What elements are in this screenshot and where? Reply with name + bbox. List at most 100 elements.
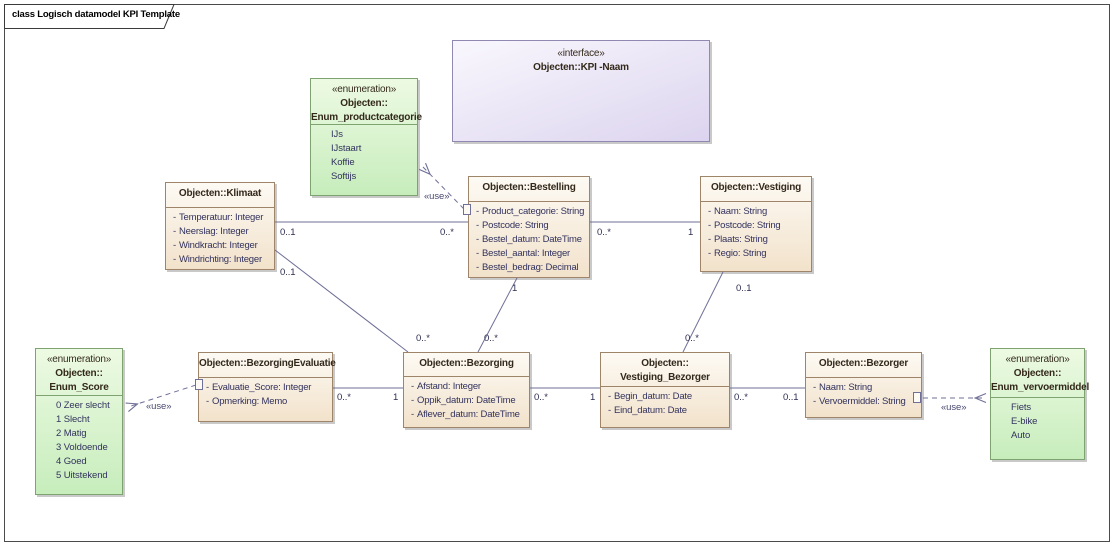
- visibility-marker: -: [173, 226, 177, 237]
- association-klimaat-bezorging[interactable]: [274, 249, 409, 353]
- enum-literal: 1 Slecht: [56, 414, 90, 425]
- enum-name-line: Objecten::: [55, 368, 103, 379]
- use-stereotype-label: «use»: [424, 191, 450, 202]
- attribute-list: - Naam: String - Vervoermiddel: String: [806, 378, 921, 409]
- attribute-row: - Naam: String: [806, 381, 921, 395]
- visibility-marker: -: [411, 381, 415, 392]
- enum-name-line: Objecten::: [340, 98, 388, 109]
- visibility-marker: -: [411, 409, 415, 420]
- class-header: Objecten::Vestiging_Bezorger: [601, 353, 729, 387]
- multiplicity-label: 1: [512, 283, 518, 294]
- attribute: Windrichting: Integer: [179, 254, 262, 265]
- visibility-marker: -: [173, 240, 177, 251]
- stereotype-label: «enumeration»: [1005, 354, 1070, 365]
- multiplicity-label: 0..*: [440, 227, 454, 238]
- class-name: Objecten::Vestiging_Bezorger: [601, 357, 729, 385]
- attribute-row: - Begin_datum: Date: [601, 390, 729, 404]
- enum-header: «enumeration» Objecten::Enum_vervoermidd…: [991, 349, 1089, 398]
- class-bezorging[interactable]: Objecten::Bezorging - Afstand: Integer -…: [403, 352, 530, 428]
- class-header: Objecten::Klimaat: [166, 183, 274, 208]
- attribute: Eind_datum: Date: [614, 405, 687, 416]
- attribute-list: - Afstand: Integer - Oppik_datum: DateTi…: [404, 377, 529, 422]
- class-bestelling[interactable]: Objecten::Bestelling - Product_categorie…: [468, 176, 590, 278]
- enum-literal: 4 Goed: [56, 456, 87, 467]
- attribute-list: - Naam: String - Postcode: String - Plaa…: [701, 202, 811, 261]
- attribute-row: - Plaats: String: [701, 233, 811, 247]
- visibility-marker: -: [708, 248, 712, 259]
- visibility-marker: -: [173, 254, 177, 265]
- attribute-row: - Evaluatie_Score: Integer: [199, 381, 332, 395]
- multiplicity-label: 0..*: [597, 227, 611, 238]
- class-name: Objecten::Klimaat: [178, 188, 262, 199]
- multiplicity-label: 0..*: [685, 333, 699, 344]
- stereotype-label: «enumeration»: [46, 354, 112, 365]
- class-header: Objecten::Bezorging: [404, 353, 529, 377]
- class-name: Objecten::Bezorger: [818, 358, 909, 369]
- dependency-bestelling-enum-productcategorie[interactable]: [423, 167, 465, 210]
- class-bezorging-evaluatie[interactable]: Objecten::BezorgingEvaluatie - Evaluatie…: [198, 352, 336, 422]
- enum-literal: 2 Matig: [56, 428, 87, 439]
- class-name-line: Objecten::: [641, 358, 689, 369]
- attribute-row: - Bestel_aantal: Integer: [469, 247, 589, 261]
- attribute-row: - Bestel_datum: DateTime: [469, 233, 589, 247]
- attribute: Aflever_datum: DateTime: [417, 409, 520, 420]
- attribute-row: - Naam: String: [701, 205, 811, 219]
- visibility-marker: -: [173, 212, 177, 223]
- interface-header: «interface» Objecten::KPI -Naam: [453, 41, 709, 75]
- class-klimaat[interactable]: Objecten::Klimaat - Temperatuur: Integer…: [165, 182, 275, 270]
- class-name: Objecten::Bezorging: [419, 358, 514, 369]
- multiplicity-label: 0..*: [337, 392, 351, 403]
- enum-name-line: Enum_productcategorie: [311, 112, 422, 123]
- attribute-row: - Postcode: String: [701, 219, 811, 233]
- enum-productcategorie[interactable]: «enumeration» Objecten::Enum_productcate…: [310, 78, 422, 196]
- attribute: Bestel_bedrag: Decimal: [482, 262, 579, 273]
- enum-name: Objecten::Enum_Score: [36, 367, 122, 395]
- multiplicity-label: 0..1: [280, 267, 296, 278]
- attribute: Afstand: Integer: [417, 381, 481, 392]
- enum-name: Objecten::Enum_productcategorie: [311, 97, 422, 125]
- multiplicity-label: 0..1: [280, 227, 296, 238]
- attribute: Bestel_aantal: Integer: [482, 248, 571, 259]
- attribute-row: - Neerslag: Integer: [166, 225, 274, 239]
- attribute-list: - Temperatuur: Integer - Neerslag: Integ…: [166, 208, 274, 267]
- class-header: Objecten::Bestelling: [469, 177, 589, 202]
- enum-header: «enumeration» Objecten::Enum_productcate…: [311, 79, 422, 125]
- visibility-marker: -: [708, 206, 712, 217]
- visibility-marker: -: [708, 234, 712, 245]
- visibility-marker: -: [206, 382, 210, 393]
- attribute: Plaats: String: [714, 234, 768, 245]
- attribute: Regio: String: [714, 248, 767, 259]
- class-name: Objecten::BezorgingEvaluatie: [199, 358, 336, 369]
- enum-literal: Auto: [1011, 430, 1031, 441]
- attribute-list: - Product_categorie: String - Postcode: …: [469, 202, 589, 275]
- attribute: Neerslag: Integer: [179, 226, 249, 237]
- stereotype-label: «enumeration»: [331, 84, 397, 95]
- interface-kpi-naam[interactable]: «interface» Objecten::KPI -Naam: [452, 40, 710, 142]
- enum-literal: IJstaart: [331, 143, 362, 154]
- enum-literal: 5 Uitstekend: [56, 470, 108, 481]
- attribute-row: - Vervoermiddel: String: [806, 395, 921, 409]
- class-bezorger[interactable]: Objecten::Bezorger - Naam: String - Verv…: [805, 352, 922, 418]
- multiplicity-label: 0..*: [534, 392, 548, 403]
- multiplicity-label: 0..*: [734, 392, 748, 403]
- attribute-row: - Opmerking: Memo: [199, 395, 332, 409]
- attribute-list: - Evaluatie_Score: Integer - Opmerking: …: [199, 378, 332, 409]
- attribute: Naam: String: [714, 206, 768, 217]
- interface-name: Objecten::KPI -Naam: [533, 62, 629, 73]
- attribute-row: - Temperatuur: Integer: [166, 211, 274, 225]
- multiplicity-label: 0..*: [484, 333, 498, 344]
- class-vestiging-bezorger[interactable]: Objecten::Vestiging_Bezorger - Begin_dat…: [600, 352, 730, 428]
- attribute: Postcode: String: [482, 220, 549, 231]
- enum-literal: 3 Voldoende: [56, 442, 108, 453]
- visibility-marker: -: [813, 382, 817, 393]
- attribute-list: - Begin_datum: Date - Eind_datum: Date: [601, 387, 729, 418]
- class-vestiging[interactable]: Objecten::Vestiging - Naam: String - Pos…: [700, 176, 812, 272]
- enum-vervoermiddel[interactable]: «enumeration» Objecten::Enum_vervoermidd…: [990, 348, 1089, 460]
- visibility-marker: -: [708, 220, 712, 231]
- attribute: Bestel_datum: DateTime: [482, 234, 582, 245]
- enum-score[interactable]: «enumeration» Objecten::Enum_Score 0 Zee…: [35, 348, 123, 495]
- attribute: Evaluatie_Score: Integer: [212, 382, 312, 393]
